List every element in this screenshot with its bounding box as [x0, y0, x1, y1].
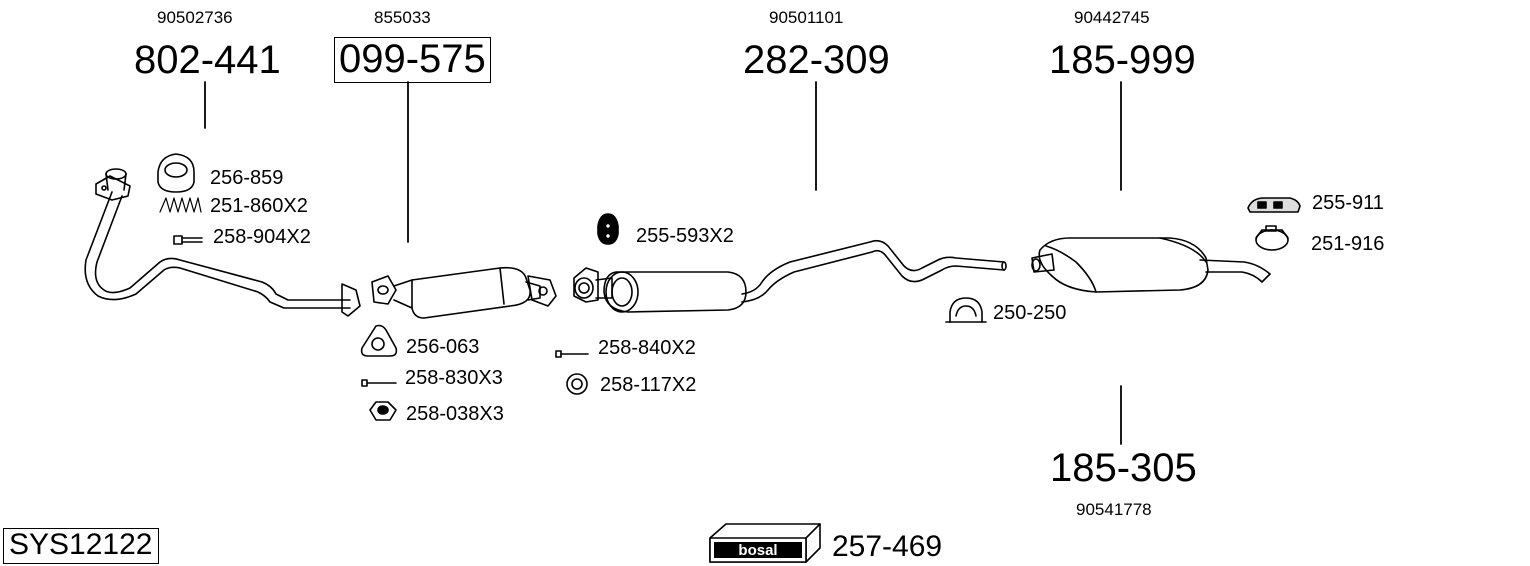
oem-number: 90541778 [1076, 500, 1152, 519]
accessory-label[interactable]: 258-840X2 [598, 337, 696, 359]
leader-lines [204, 81, 1122, 445]
accessory-label[interactable]: 256-063 [406, 336, 480, 358]
bosal-brand-text: bosal [738, 542, 777, 559]
oem-number: 90442745 [1074, 8, 1150, 27]
oem-number: 90501101 [769, 8, 844, 27]
mounting-kit-number[interactable]: 257-469 [832, 530, 943, 563]
rear-silencer-part [1031, 237, 1271, 293]
part-number-centre-silencer[interactable]: 282-309 [743, 38, 890, 82]
centre-silencer-part [573, 239, 1007, 313]
accessory-label[interactable]: 258-117X2 [600, 374, 697, 396]
rubber-mount-icon [597, 213, 619, 245]
accessory-label[interactable]: 256-859 [210, 167, 284, 189]
catalytic-converter-part [371, 266, 557, 319]
bolt-icon [173, 235, 203, 245]
front-pipe-part [84, 168, 361, 317]
nut-icon [369, 401, 397, 421]
triangular-gasket-icon [360, 324, 398, 357]
spring-icon [159, 197, 202, 213]
u-clamp-icon [945, 297, 987, 323]
band-clamp-icon [1255, 225, 1289, 251]
accessory-label[interactable]: 255-593X2 [636, 225, 734, 247]
rubber-hanger-icon [1247, 197, 1301, 213]
accessory-label[interactable]: 251-916 [1311, 233, 1385, 255]
oem-number: 90502736 [157, 8, 233, 27]
part-number-front-pipe[interactable]: 802-441 [134, 38, 281, 82]
part-number-tail-pipe[interactable]: 185-305 [1050, 446, 1197, 490]
bosal-mounting-kit-icon: bosal [709, 523, 821, 563]
oem-number: 855033 [374, 8, 431, 27]
washer-ring-icon [566, 373, 588, 395]
accessory-label[interactable]: 258-904X2 [213, 226, 311, 248]
bolt-icon [555, 350, 589, 358]
accessory-label[interactable]: 251-860X2 [210, 195, 308, 217]
system-code: SYS12122 [3, 528, 160, 564]
part-number-catalytic-converter[interactable]: 099-575 [334, 37, 491, 83]
accessory-label[interactable]: 255-911 [1312, 192, 1384, 214]
accessory-label[interactable]: 250-250 [993, 302, 1067, 324]
gasket-ring-icon [157, 153, 195, 193]
accessory-label[interactable]: 258-038X3 [406, 403, 504, 425]
accessory-label[interactable]: 258-830X3 [405, 367, 503, 389]
bolt-icon [361, 379, 397, 387]
part-number-rear-silencer[interactable]: 185-999 [1049, 38, 1196, 82]
